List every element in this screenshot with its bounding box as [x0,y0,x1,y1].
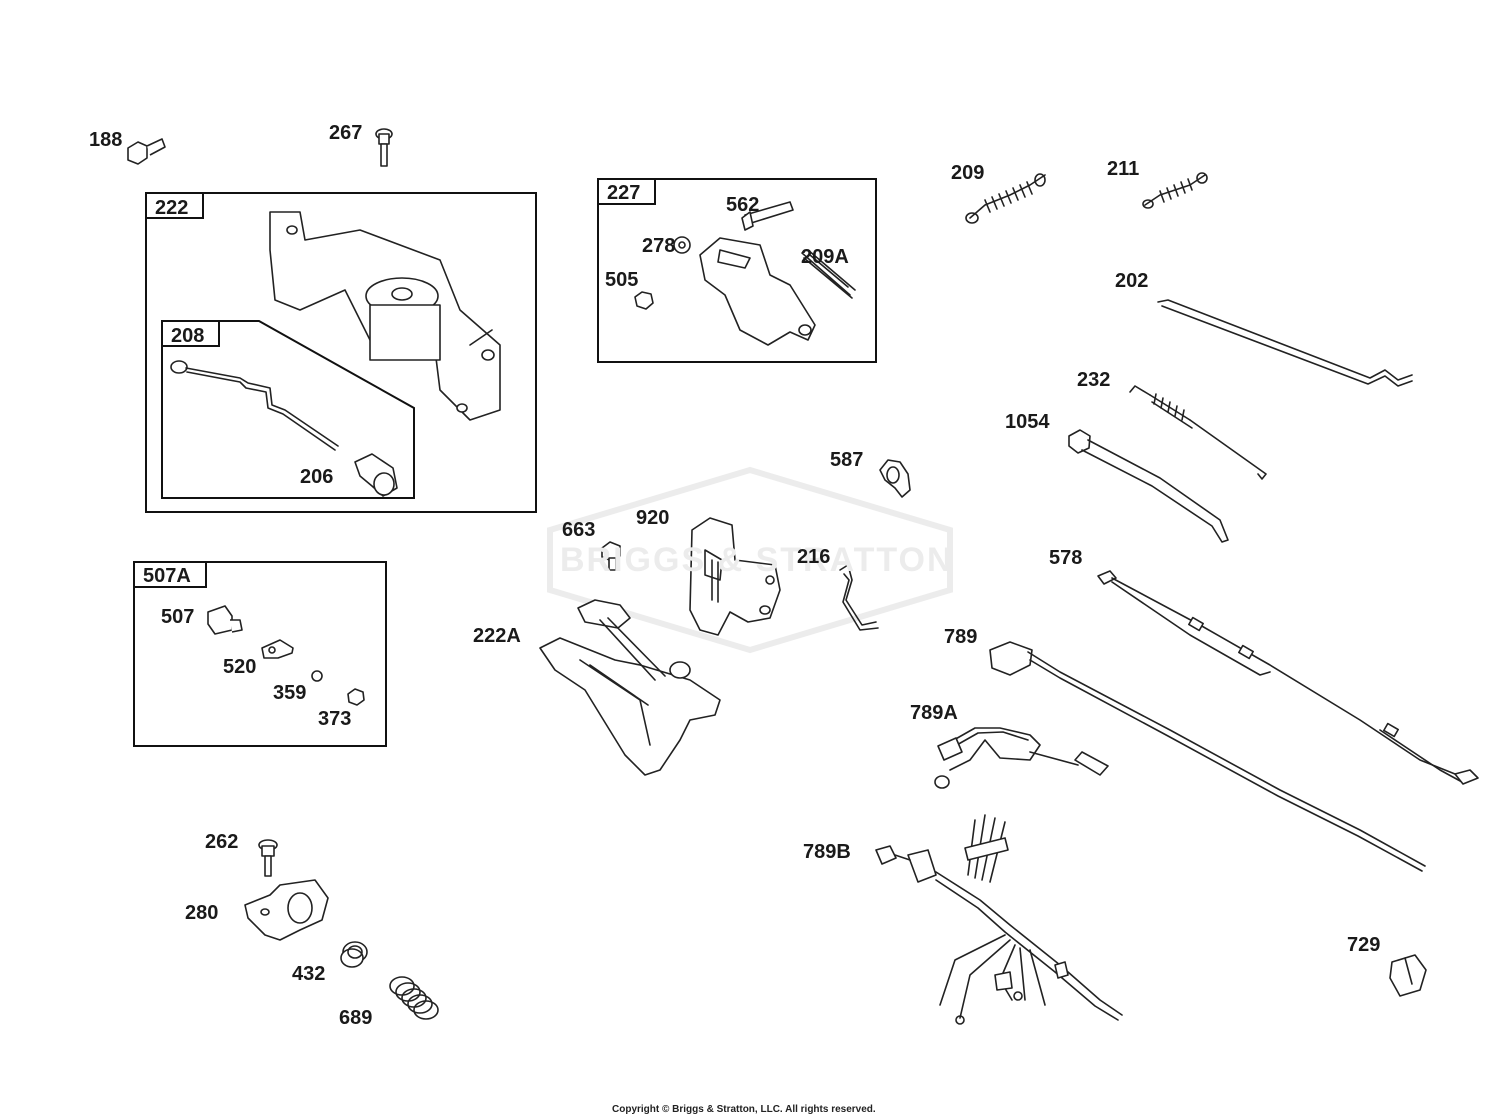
label-206: 206 [300,466,334,488]
label-789A: 789A [910,702,958,724]
label-689: 689 [339,1007,373,1029]
part-209-spring [965,173,1046,224]
box-227 [597,178,877,363]
part-578-cable [1097,570,1479,785]
box-222 [145,192,537,513]
label-211: 211 [1107,158,1140,180]
part-689-spring [389,976,439,1020]
label-280: 280 [185,902,219,924]
box-208 [161,320,415,499]
label-188: 188 [89,129,123,151]
label-209A: 209A [801,246,849,268]
label-373: 373 [318,708,352,730]
label-216: 216 [797,546,831,568]
copyright-notice: Copyright © Briggs & Stratton, LLC. All … [612,1104,876,1115]
part-507-switch [207,605,243,635]
part-729-cap [1389,954,1427,997]
label-1054: 1054 [1005,411,1050,433]
label-562: 562 [726,194,760,216]
part-920-bracket [689,517,781,636]
part-216-link [839,564,879,631]
label-920: 920 [636,507,670,529]
box-label-227: 227 [607,182,641,204]
label-505: 505 [605,269,639,291]
label-507: 507 [161,606,195,628]
part-587-clamp [879,459,911,498]
box-label-208: 208 [171,325,205,347]
label-432: 432 [292,963,326,985]
part-505-nut [634,291,654,310]
label-232: 232 [1077,369,1111,391]
part-227-lever [699,237,816,346]
part-789B-wiring-harness [875,814,1123,1025]
part-267-bolt [375,128,393,167]
box-label-222: 222 [155,197,189,219]
label-222A: 222A [473,625,521,647]
label-359: 359 [273,682,307,704]
label-578: 578 [1049,547,1083,569]
label-262: 262 [205,831,239,853]
part-432-bushing [340,941,368,968]
part-520-clip [261,639,294,659]
part-278-washer [673,236,691,254]
box-label-507A: 507A [143,565,191,587]
label-520: 520 [223,656,257,678]
label-209: 209 [951,162,985,184]
label-789B: 789B [803,841,851,863]
part-262-bolt [258,839,278,877]
part-562-pin [741,201,794,231]
part-208-link-rod [170,360,339,451]
part-359-washer [311,670,323,682]
label-729: 729 [1347,934,1381,956]
label-267: 267 [329,122,363,144]
part-280-bracket [244,879,329,941]
part-202-rod [1157,299,1413,387]
label-278: 278 [642,235,676,257]
label-789: 789 [944,626,978,648]
part-206-knob [354,453,398,497]
label-202: 202 [1115,270,1149,292]
part-209A-spring [801,249,856,299]
watermark-text: BRIGGS & STRATTON [560,541,954,579]
watermark-logo [547,466,953,654]
part-188-bolt [127,138,166,165]
label-663: 663 [562,519,596,541]
part-373-nut [347,688,365,706]
part-789-cable [989,641,1426,872]
part-211-spring [1142,172,1208,209]
part-1054-cable-tie [1068,429,1229,543]
box-507A [133,561,387,747]
part-222A-throttle-panel [539,599,721,776]
part-663-bolt [601,541,621,571]
part-789A-harness [934,727,1109,789]
label-587: 587 [830,449,864,471]
part-232-spring [1129,385,1267,480]
part-222-control-bracket [269,211,501,421]
